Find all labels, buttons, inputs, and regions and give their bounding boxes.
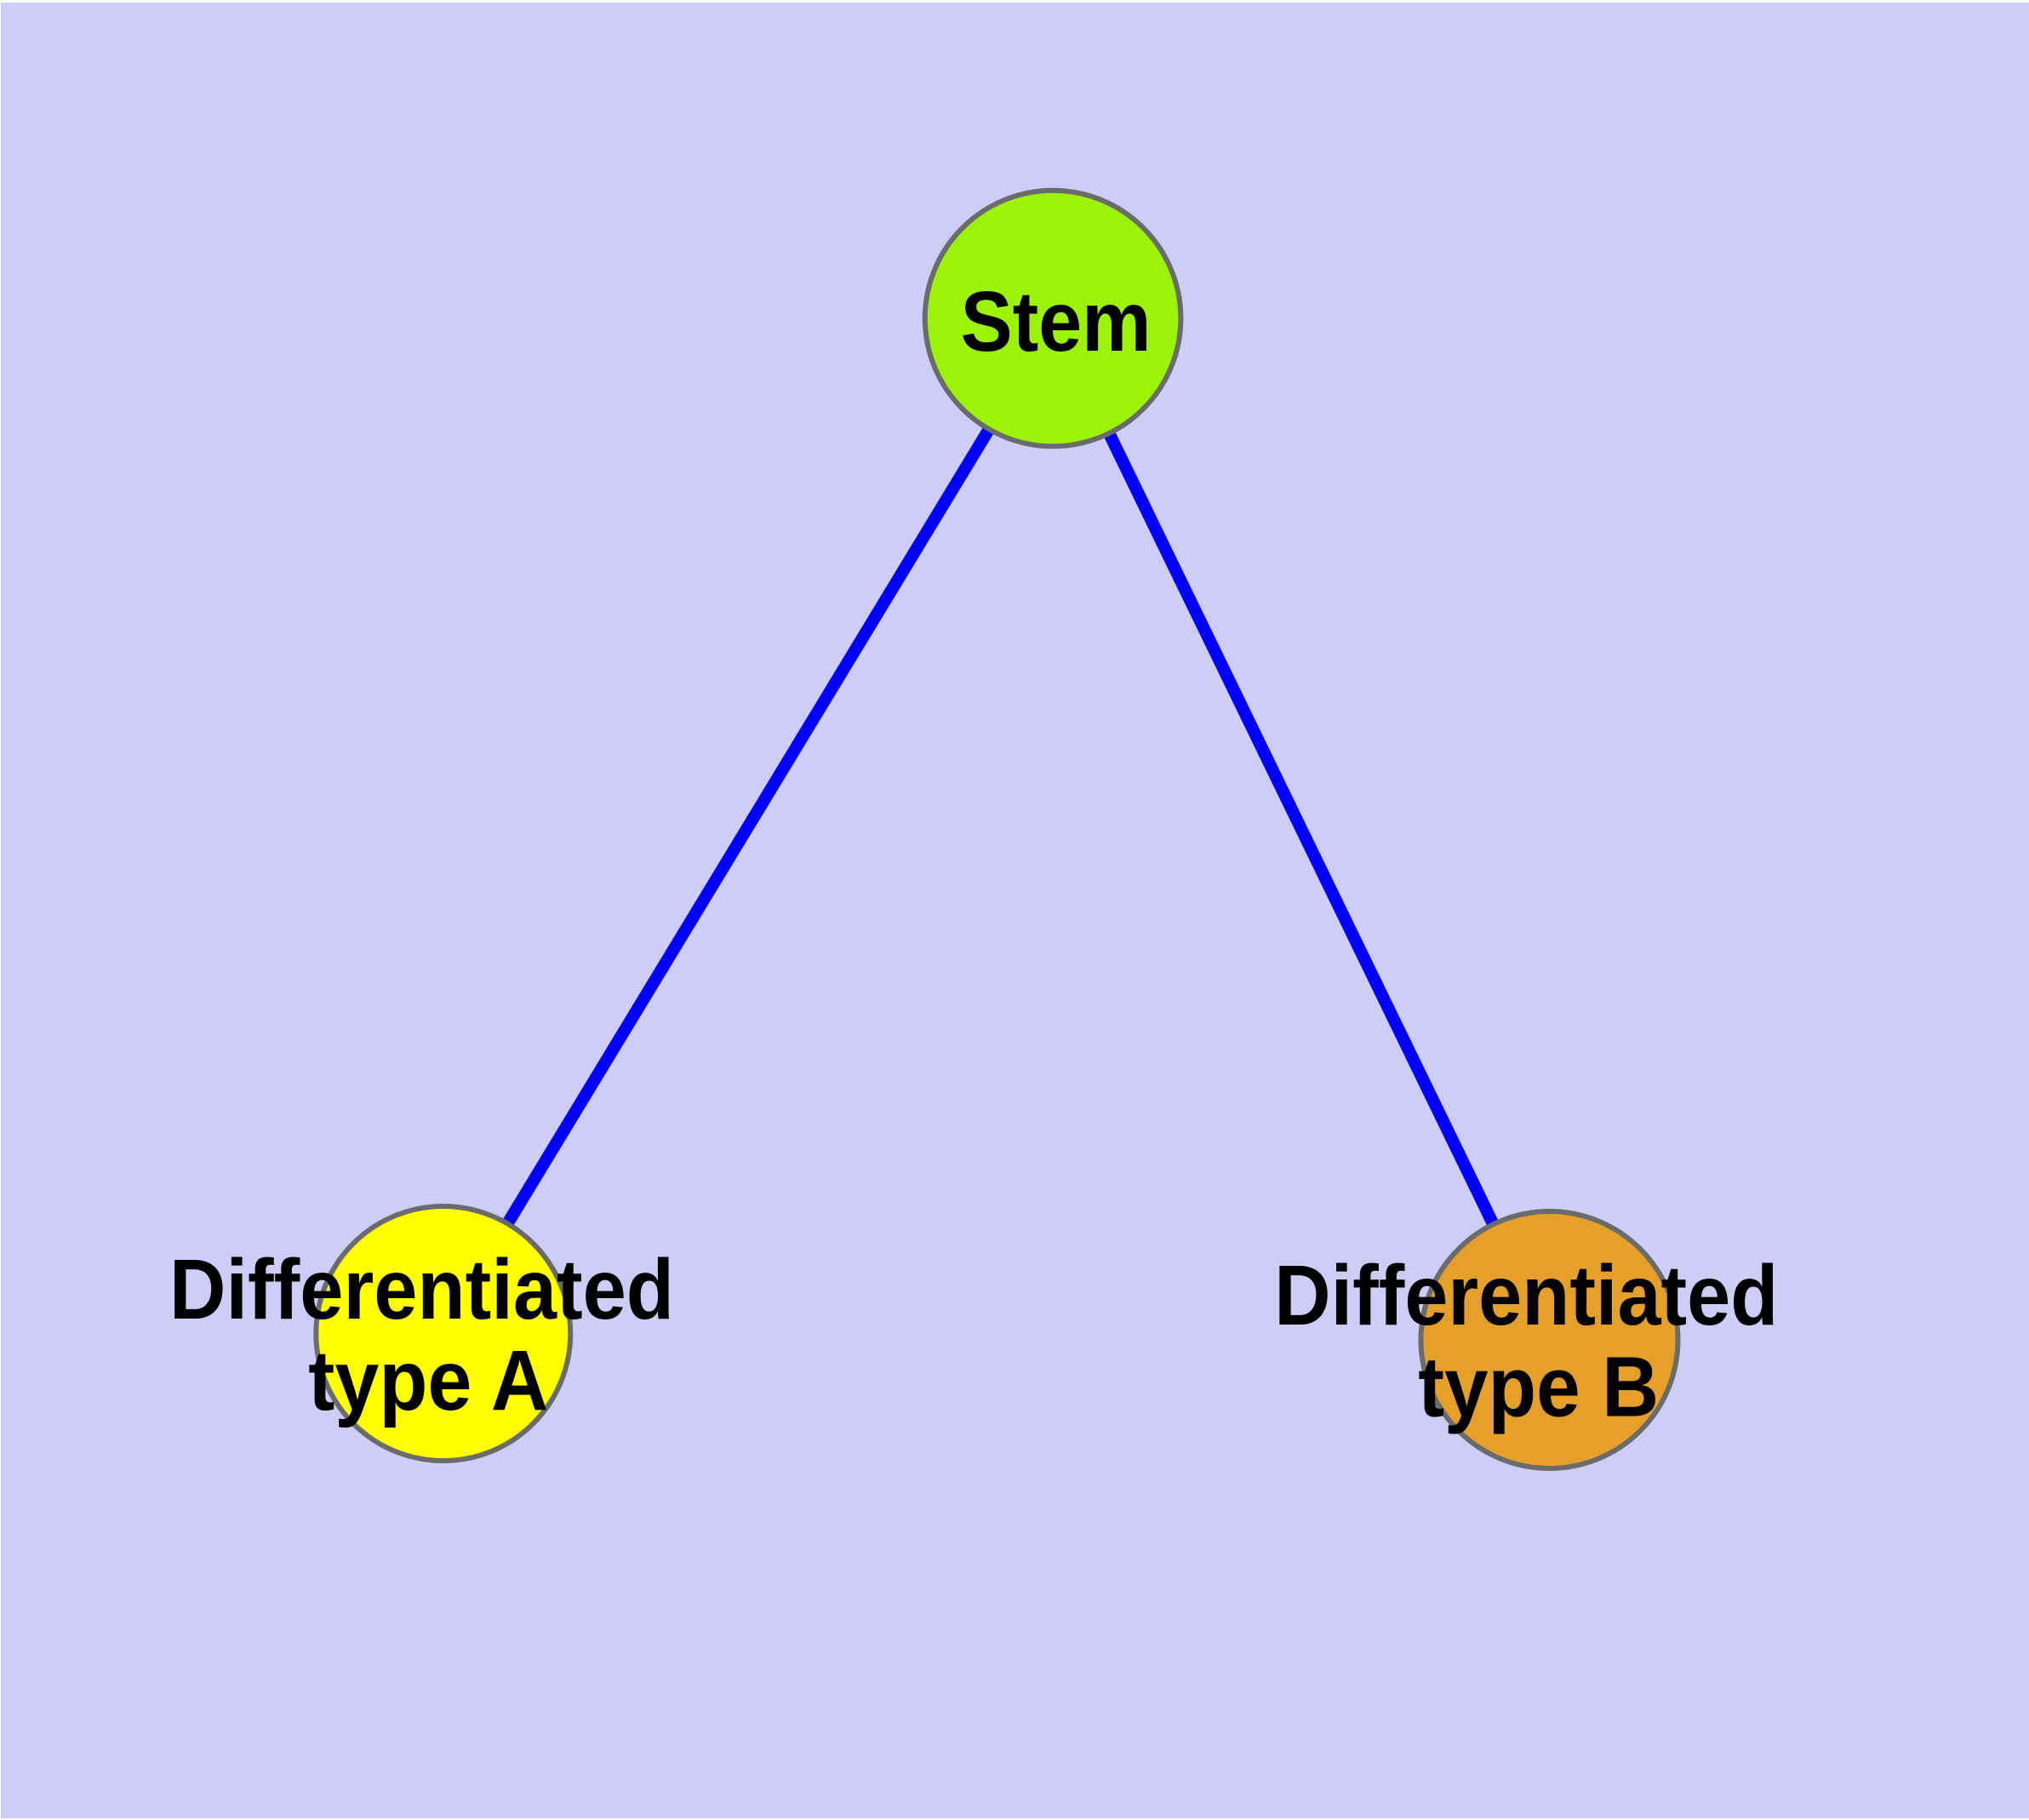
svg-text:type A: type A	[308, 1333, 548, 1428]
svg-text:Stem: Stem	[961, 274, 1152, 369]
svg-text:Differentiated: Differentiated	[169, 1242, 674, 1337]
svg-text:type B: type B	[1418, 1340, 1659, 1435]
svg-text:Differentiated: Differentiated	[1274, 1248, 1778, 1343]
